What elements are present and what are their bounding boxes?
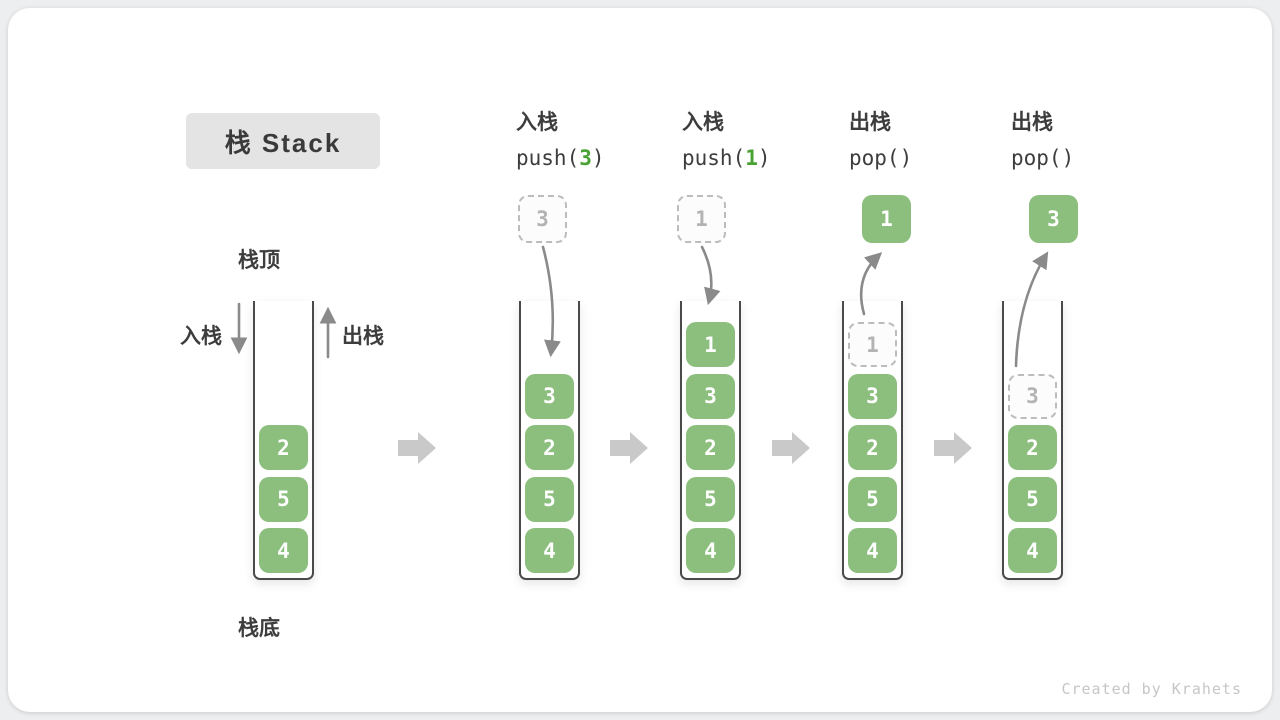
popped-element: 3 xyxy=(1029,195,1078,243)
operation-label-pop-3: 出栈 pop() xyxy=(1011,106,1074,170)
operation-label-push-3: 入栈 push(3) xyxy=(516,106,605,170)
page-title: 栈 Stack xyxy=(186,113,380,169)
stack-element: 3 xyxy=(525,373,574,419)
stack-element: 3 xyxy=(686,373,735,419)
stack-element: 5 xyxy=(686,476,735,522)
stack-element-ghost: 1 xyxy=(848,322,897,367)
operation-title: 出栈 xyxy=(849,111,891,134)
stack-element: 4 xyxy=(525,528,574,573)
stack-element: 4 xyxy=(1008,528,1057,573)
operation-title: 入栈 xyxy=(516,111,558,134)
stack-element: 1 xyxy=(686,322,735,367)
operation-code: push(1) xyxy=(682,146,771,170)
incoming-element: 1 xyxy=(677,195,726,243)
operation-label-pop-1: 出栈 pop() xyxy=(849,106,912,170)
stack-element: 4 xyxy=(259,528,308,573)
operation-code: push(3) xyxy=(516,146,605,170)
operation-label-push-1: 入栈 push(1) xyxy=(682,106,771,170)
operation-code: pop() xyxy=(1011,146,1075,170)
stack-element: 4 xyxy=(686,528,735,573)
stack-element: 2 xyxy=(848,425,897,470)
stack-bottom-label: 栈底 xyxy=(238,617,280,640)
stack-element: 5 xyxy=(525,476,574,522)
popped-element: 1 xyxy=(862,195,911,243)
stack-element: 3 xyxy=(848,373,897,419)
stack-element: 5 xyxy=(848,476,897,522)
incoming-element: 3 xyxy=(518,195,567,243)
operation-code: pop() xyxy=(849,146,913,170)
stack-top-label: 栈顶 xyxy=(238,249,280,272)
stack-element: 5 xyxy=(259,476,308,522)
stack-element: 4 xyxy=(848,528,897,573)
stack-element-ghost: 3 xyxy=(1008,373,1057,419)
watermark: Created by Krahets xyxy=(1061,680,1242,698)
operation-title: 入栈 xyxy=(682,111,724,134)
stack-element: 2 xyxy=(259,425,308,470)
push-direction-label: 入栈 xyxy=(180,325,222,348)
stack-element: 2 xyxy=(686,425,735,470)
pop-direction-label: 出栈 xyxy=(342,325,384,348)
stack-element: 5 xyxy=(1008,476,1057,522)
stack-element: 2 xyxy=(1008,425,1057,470)
operation-title: 出栈 xyxy=(1011,111,1053,134)
stack-element: 2 xyxy=(525,425,574,470)
